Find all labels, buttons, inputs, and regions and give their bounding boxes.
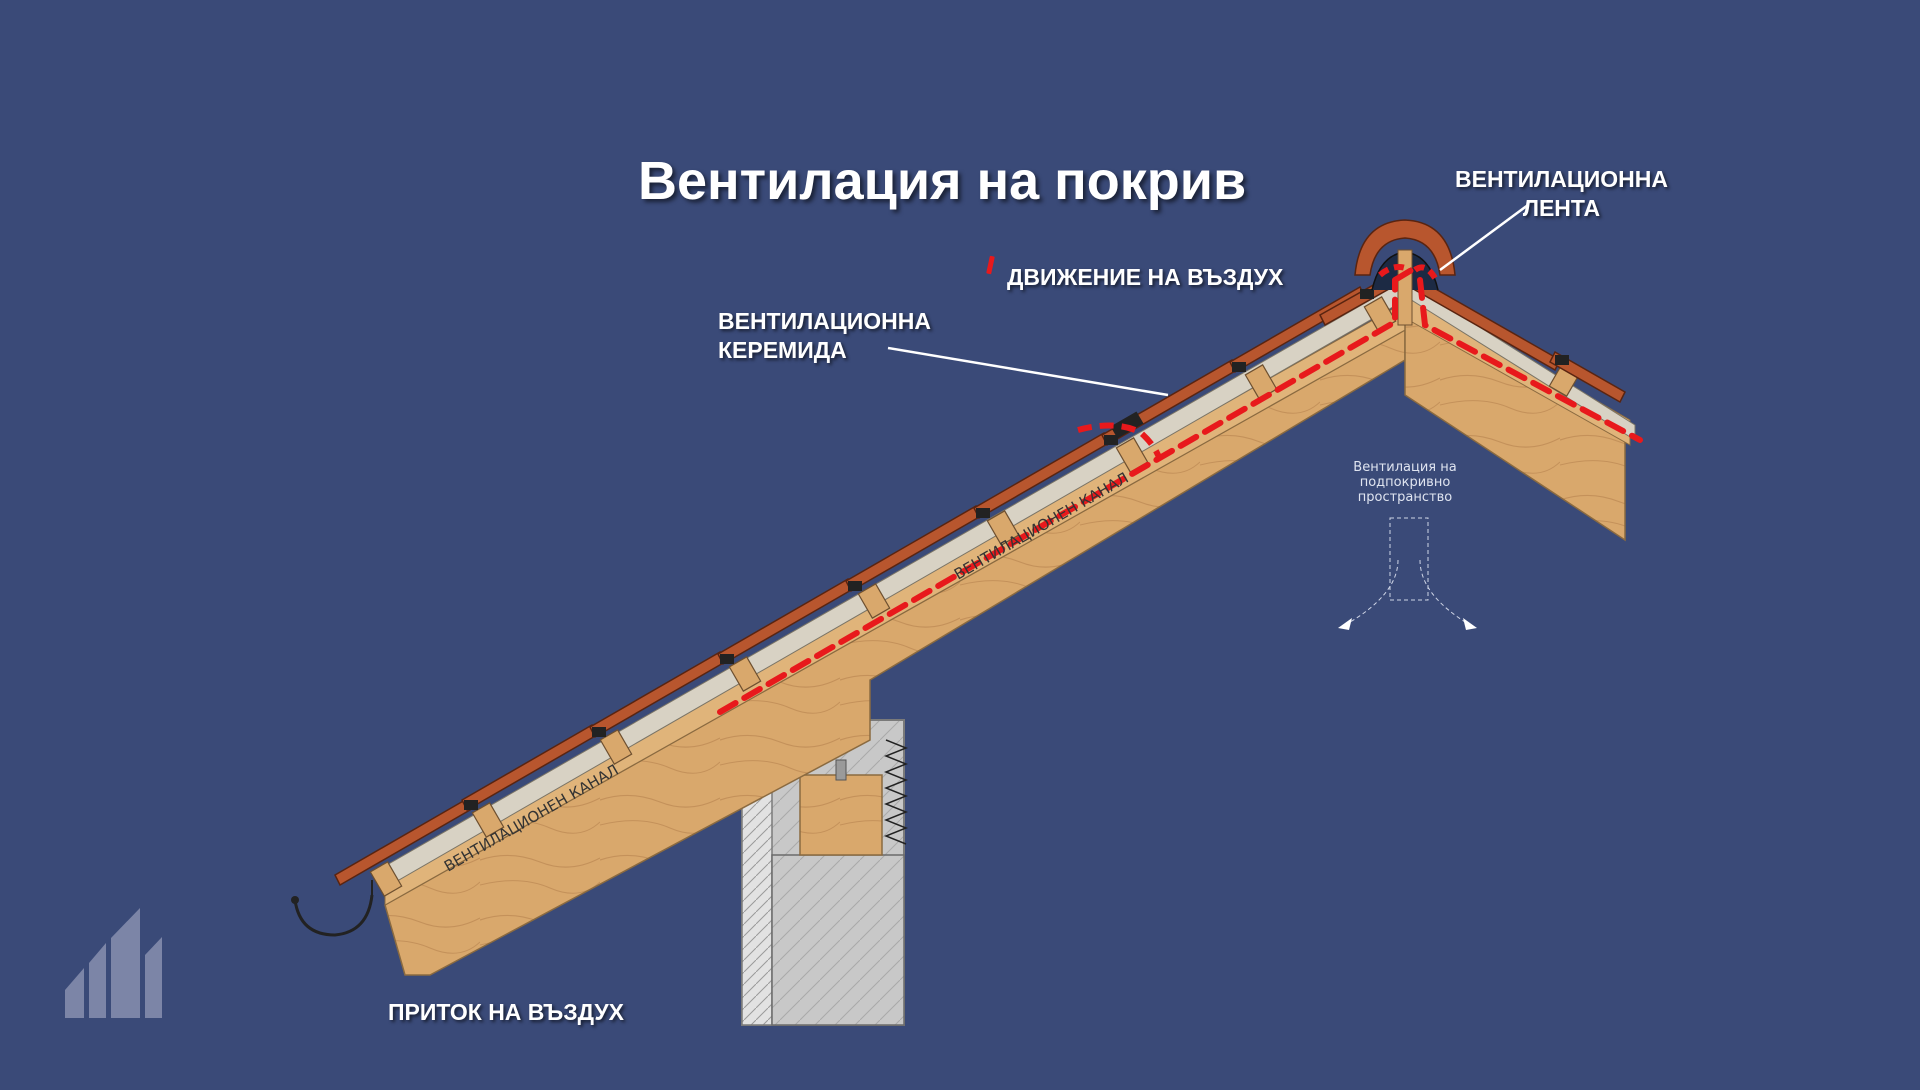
label-ventilation-tile: ВЕНТИЛАЦИОННА КЕРЕМИДА bbox=[718, 307, 931, 365]
leader-ridge bbox=[1439, 203, 1529, 272]
airflow-path bbox=[717, 265, 1643, 715]
attic-note-line1: Вентилация на bbox=[1353, 460, 1457, 475]
label-air-intake: ПРИТОК НА ВЪЗДУХ bbox=[388, 999, 624, 1025]
label-ventilation-strip: ВЕНТИЛАЦИОННА ЛЕНТА bbox=[1455, 165, 1668, 223]
leader-tile bbox=[887, 346, 1169, 397]
building-bars-logo-icon bbox=[65, 908, 162, 1018]
attic-note-line2: подпокривно bbox=[1359, 475, 1451, 490]
tile-clips bbox=[464, 289, 1374, 810]
label-ventilation-tile-line2: КЕРЕМИДА bbox=[718, 337, 847, 363]
attic-vent-diagram bbox=[1344, 517, 1471, 626]
label-ventilation-strip-line2: ЛЕНТА bbox=[1522, 195, 1601, 221]
arrow-left-icon bbox=[1338, 618, 1352, 630]
attic-note-line3: пространство bbox=[1357, 490, 1453, 505]
tile-clip-right bbox=[1555, 355, 1569, 365]
label-ventilation-strip-line1: ВЕНТИЛАЦИОННА bbox=[1455, 166, 1668, 192]
insulation-spring bbox=[883, 739, 909, 845]
label-air-movement: ДВИЖЕНИЕ НА ВЪЗДУХ bbox=[1007, 264, 1284, 290]
airflow-ridge-loop bbox=[1378, 263, 1438, 280]
wall-plate bbox=[799, 759, 883, 856]
arrow-right-icon bbox=[1463, 618, 1477, 630]
attic-ventilation-note: Вентилация на подпокривно пространство bbox=[1340, 460, 1470, 505]
page-title: Вентилация на покрив bbox=[638, 151, 1247, 211]
label-ventilation-tile-line1: ВЕНТИЛАЦИОННА bbox=[718, 308, 931, 334]
gutter bbox=[291, 880, 374, 937]
